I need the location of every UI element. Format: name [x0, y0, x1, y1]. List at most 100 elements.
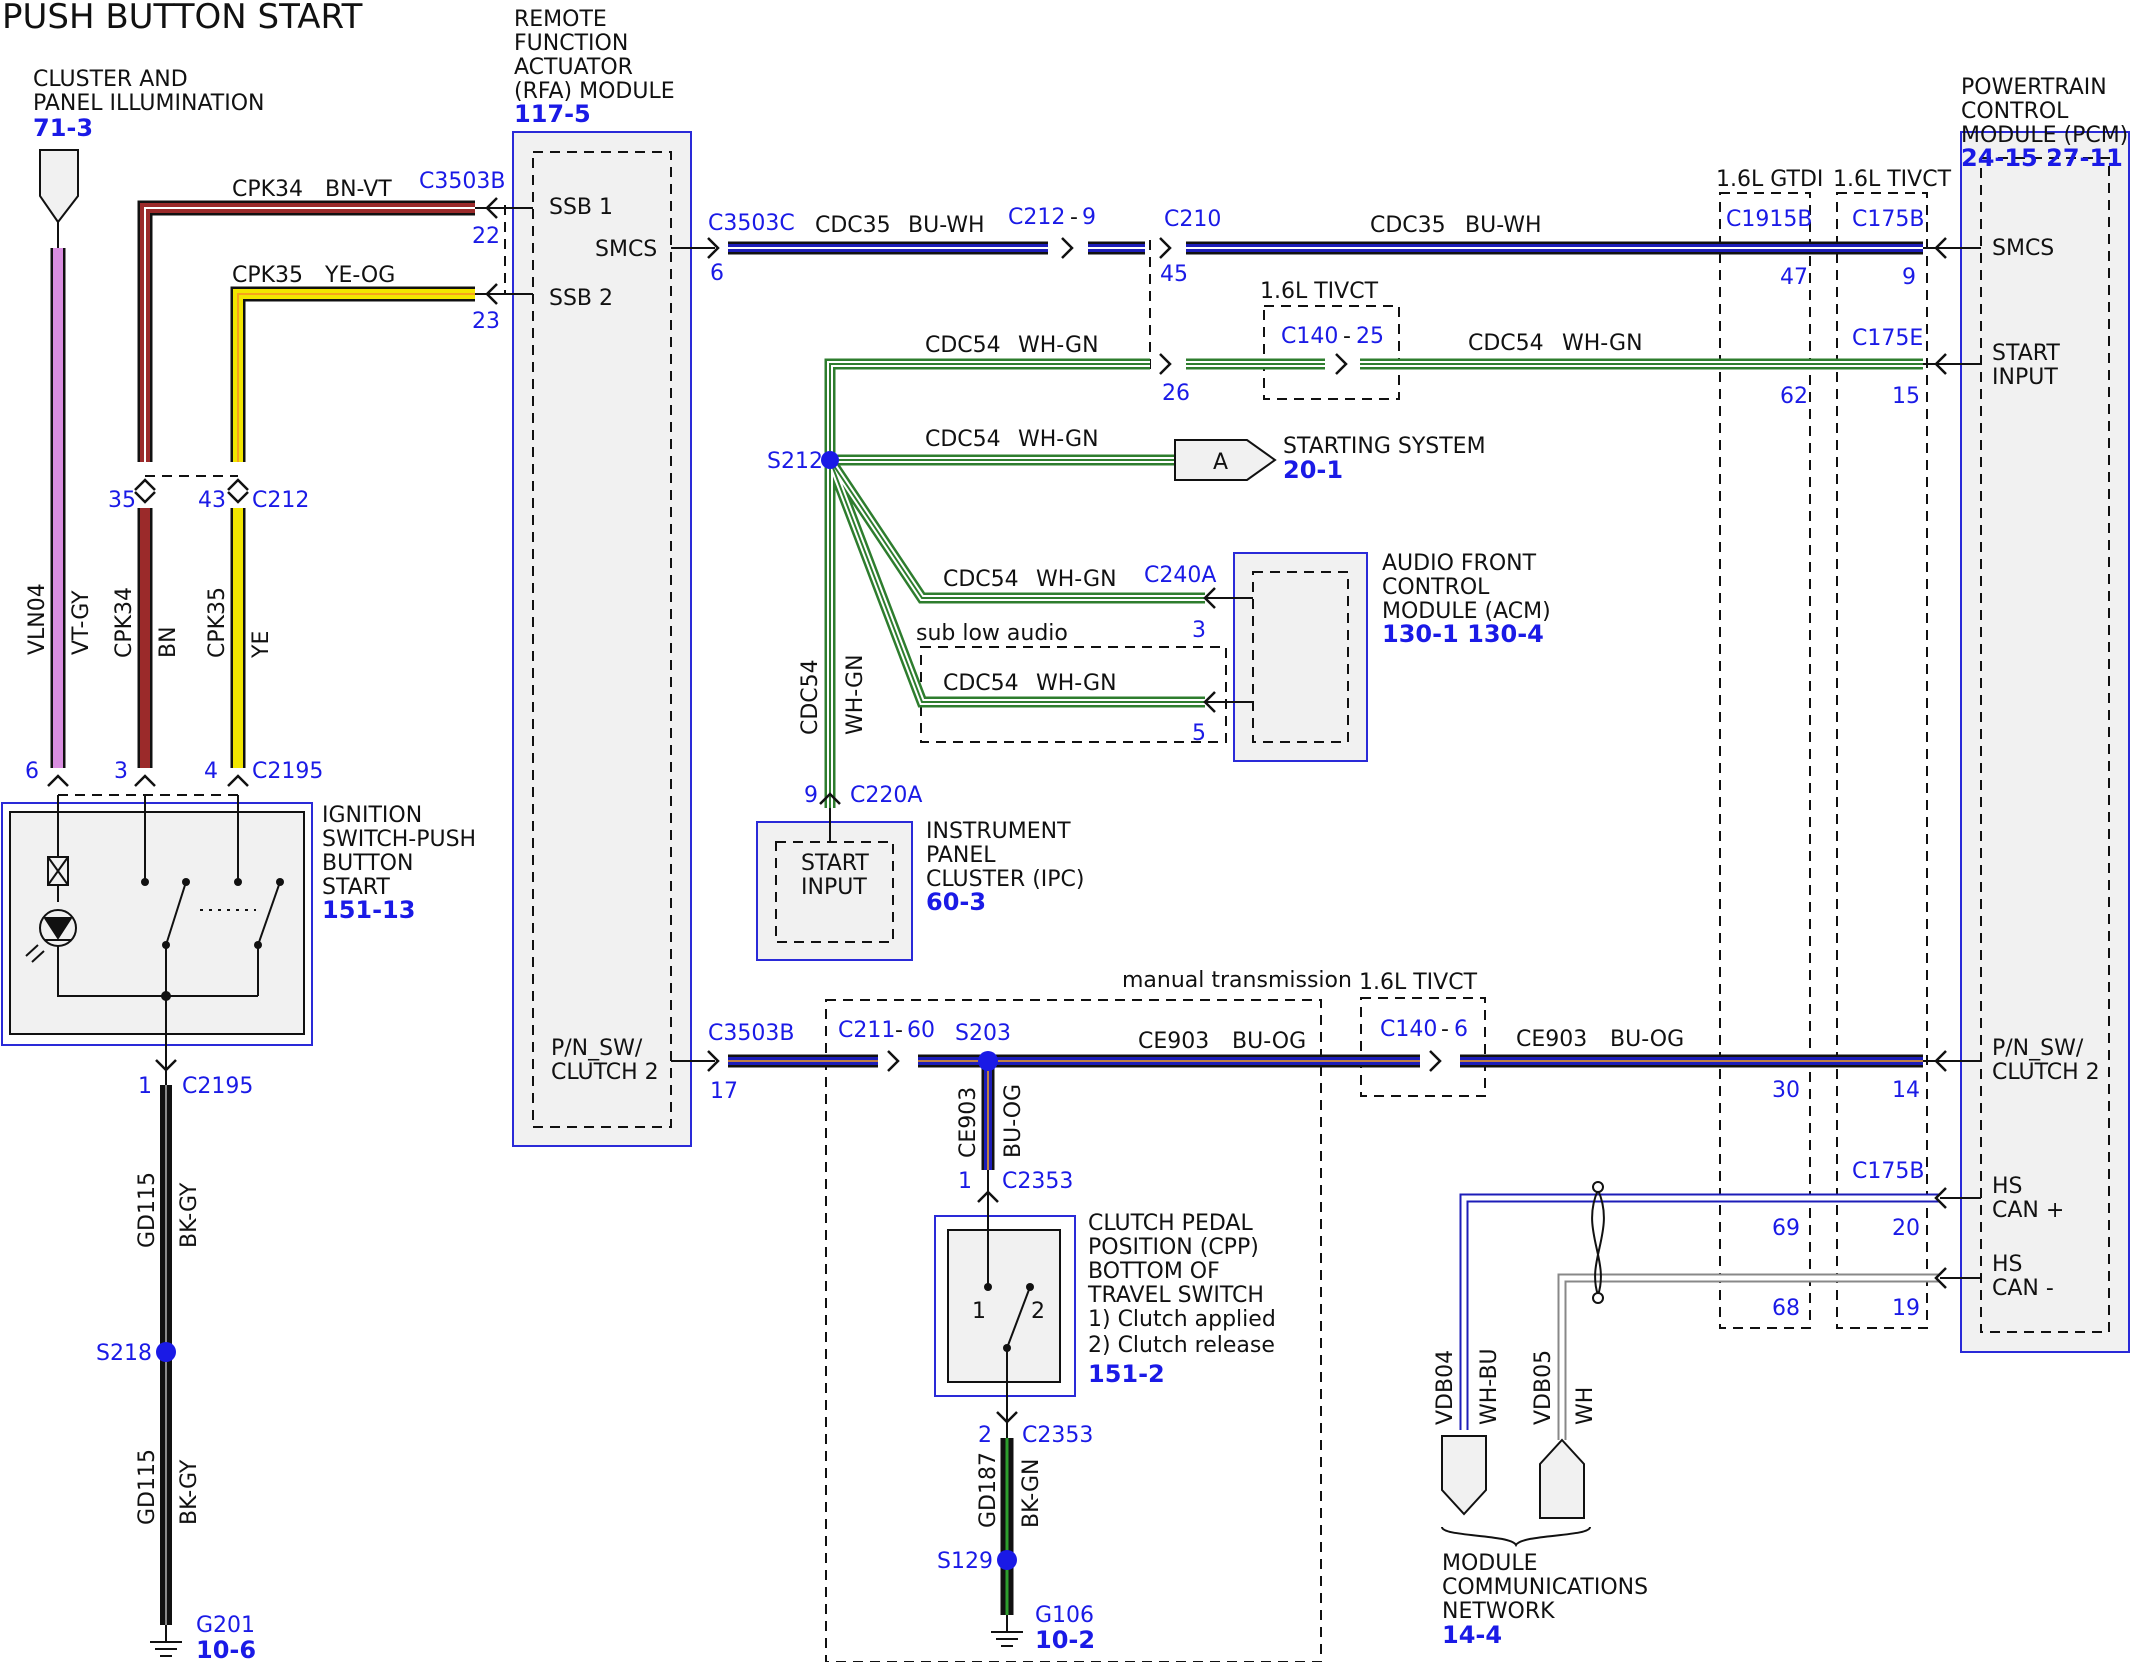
label-ce903-a: CE903 — [1138, 1029, 1209, 1054]
pin-1-left: 1 — [138, 1074, 152, 1099]
ipc-input-label: INPUT — [801, 875, 867, 900]
ground-symbol-g201 — [150, 1625, 182, 1657]
pcm-hs-2: HS — [1992, 1252, 2023, 1277]
pin-6-left: 6 — [25, 759, 39, 784]
ipc-module-inner — [775, 841, 894, 943]
label-bn-vt: BN-VT — [325, 177, 392, 202]
connector-c210: C210 — [1164, 207, 1221, 232]
connector-c2195-top: C2195 — [252, 759, 323, 784]
connector-c211-60: C211 — [838, 1018, 895, 1043]
ignition-ref: 151-13 — [322, 896, 415, 924]
label-wh-gn-e: WH-GN — [1036, 671, 1117, 696]
splice-s129 — [997, 1550, 1017, 1570]
rfa-module-inner — [532, 151, 672, 1128]
tivct-c140-25-group — [1263, 305, 1400, 400]
pin-35: 35 — [108, 488, 136, 513]
label-bn: BN — [156, 626, 181, 658]
acm-module-inner — [1252, 571, 1349, 743]
pin-45: 45 — [1160, 262, 1188, 287]
splice-label-s129: S129 — [937, 1549, 993, 1574]
cpp-switch-inner — [947, 1229, 1061, 1383]
splice-s218 — [156, 1342, 176, 1362]
rfa-label-4: (RFA) MODULE — [514, 79, 675, 104]
cluster-label-1: CLUSTER AND — [33, 67, 188, 92]
mcn-ref: 14-4 — [1442, 1621, 1502, 1649]
splice-label-s212: S212 — [767, 449, 823, 474]
label-vln04: VLN04 — [25, 583, 50, 655]
label-bu-og-b: BU-OG — [1610, 1027, 1684, 1052]
rfa-clutch2: CLUTCH 2 — [551, 1060, 659, 1085]
pin-5-acm: 5 — [1192, 721, 1206, 746]
cpp-label-1: CLUTCH PEDAL — [1088, 1211, 1253, 1236]
pcm-ref: 24-15 27-11 — [1961, 144, 2123, 172]
svg-text:-: - — [1343, 324, 1351, 349]
wire-ce903 — [728, 1054, 1923, 1170]
cpp-switch-internals — [987, 1230, 1031, 1382]
label-ce903-vert: CE903 — [956, 1087, 981, 1158]
pin-15: 15 — [1892, 384, 1920, 409]
starting-system-ref: 20-1 — [1283, 456, 1343, 484]
rfa-label-2: FUNCTION — [514, 31, 628, 56]
pin-47: 47 — [1780, 265, 1808, 290]
pin-20: 20 — [1892, 1216, 1920, 1241]
cpp-switch-1: 1 — [972, 1299, 986, 1324]
pcm-pn-sw: P/N_SW/ — [1992, 1036, 2084, 1061]
ignition-label-2: SWITCH-PUSH — [322, 827, 476, 852]
label-cpk35-vert: CPK35 — [205, 587, 230, 658]
ignition-label-4: START — [322, 875, 390, 900]
cluster-connector-icon — [39, 149, 79, 224]
splice-s203 — [978, 1051, 998, 1071]
cluster-ref: 71-3 — [33, 114, 93, 142]
pcm-can-plus: CAN + — [1992, 1198, 2064, 1223]
connector-c1915b: C1915B — [1726, 207, 1812, 232]
pcm-can-minus: CAN - — [1992, 1276, 2054, 1301]
page-title: PUSH BUTTON START — [2, 0, 363, 37]
pcm-hs-1: HS — [1992, 1174, 2023, 1199]
pin-68: 68 — [1772, 1296, 1800, 1321]
label-bu-og-vert: BU-OG — [1001, 1084, 1026, 1158]
pcm-module-box — [1960, 131, 2130, 1353]
connector-a-label: A — [1213, 450, 1228, 475]
label-wh-gn-d: WH-GN — [1036, 567, 1117, 592]
ground-symbol-g106 — [991, 1615, 1023, 1647]
pin-1-cpp: 1 — [958, 1169, 972, 1194]
pin-3-acm: 3 — [1192, 618, 1206, 643]
manual-transmission-group — [825, 999, 1322, 1662]
acm-label-2: CONTROL — [1382, 575, 1490, 600]
pin-69: 69 — [1772, 1216, 1800, 1241]
pin-30: 30 — [1772, 1078, 1800, 1103]
pin-62: 62 — [1780, 384, 1808, 409]
ground-g201: G201 — [196, 1613, 255, 1638]
label-vt-gy: VT-GY — [69, 590, 94, 655]
connector-c2353-bottom: C2353 — [1022, 1423, 1093, 1448]
label-cpk34-horiz: CPK34 — [232, 177, 303, 202]
label-gtdi: 1.6L GTDI — [1716, 167, 1823, 192]
label-cdc54-e: CDC54 — [943, 671, 1019, 696]
cpp-label-5: 1) Clutch applied — [1088, 1307, 1276, 1332]
label-cdc35-b: CDC35 — [1370, 213, 1446, 238]
label-bu-wh-a: BU-WH — [908, 213, 985, 238]
pin-17: 17 — [710, 1079, 738, 1104]
cluster-label-2: PANEL ILLUMINATION — [33, 91, 265, 116]
pin-43: 43 — [198, 488, 226, 513]
cpp-switch-2: 2 — [1031, 1299, 1045, 1324]
connector-a-icon — [1174, 439, 1277, 481]
mcn-label-2: COMMUNICATIONS — [1442, 1575, 1648, 1600]
pin-2-cpp: 2 — [978, 1423, 992, 1448]
rfa-ssb2: SSB 2 — [549, 286, 613, 311]
pcm-start: START — [1992, 341, 2060, 366]
label-gd187: GD187 — [976, 1452, 1001, 1528]
pin-6-rfa: 6 — [710, 261, 724, 286]
label-ye-og: YE-OG — [324, 263, 395, 288]
connector-c140-6: C140 — [1380, 1017, 1437, 1042]
label-bk-gy-b: BK-GY — [177, 1459, 202, 1525]
pin-9-pcm: 9 — [1902, 265, 1916, 290]
starting-system-label: STARTING SYSTEM — [1283, 434, 1486, 459]
cpp-label-4: TRAVEL SWITCH — [1087, 1283, 1264, 1308]
label-vdb04: VDB04 — [1433, 1350, 1458, 1425]
ignition-label-3: BUTTON — [322, 851, 413, 876]
mcn-connector-icon-2 — [1539, 1438, 1585, 1519]
label-cpk34-vert: CPK34 — [112, 587, 137, 658]
label-sub-low-audio: sub low audio — [916, 621, 1068, 646]
